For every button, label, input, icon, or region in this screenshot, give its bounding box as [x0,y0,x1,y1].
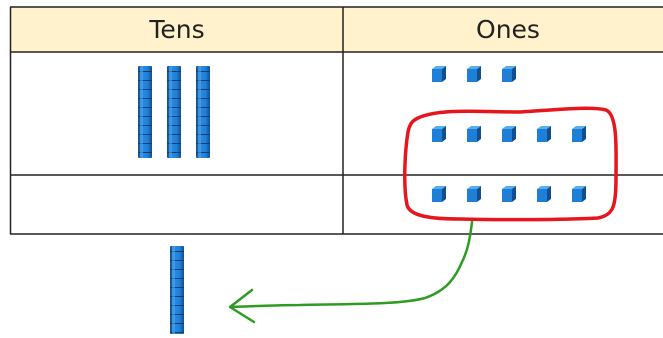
tens-rod [138,66,152,158]
ones-cube [572,186,586,202]
new-ten-rod [170,246,184,334]
ones-cube [467,186,481,202]
group-of-ten-outline [403,106,618,222]
ones-cube [502,186,516,202]
tens-column-header: Tens [148,15,204,44]
table-grid [9,6,663,235]
ones-cube [537,126,551,142]
ones-cube [537,186,551,202]
ones-cube [502,66,516,82]
new-ten-rod-group [170,246,184,334]
ones-cube [572,126,586,142]
tens-rod [196,66,210,158]
table-header-row [10,7,663,52]
regroup-arrow [230,220,474,309]
tens-rod [167,66,181,158]
ones-cube [432,66,446,82]
ones-cube [467,66,481,82]
ones-cube [467,126,481,142]
ones-column-header: Ones [476,15,540,44]
ones-cube [432,186,446,202]
tens-rods-group [138,66,210,158]
ones-cubes-group [432,66,586,202]
ones-cube [432,126,446,142]
ones-cube [502,126,516,142]
regroup-arrow-head [228,288,256,324]
